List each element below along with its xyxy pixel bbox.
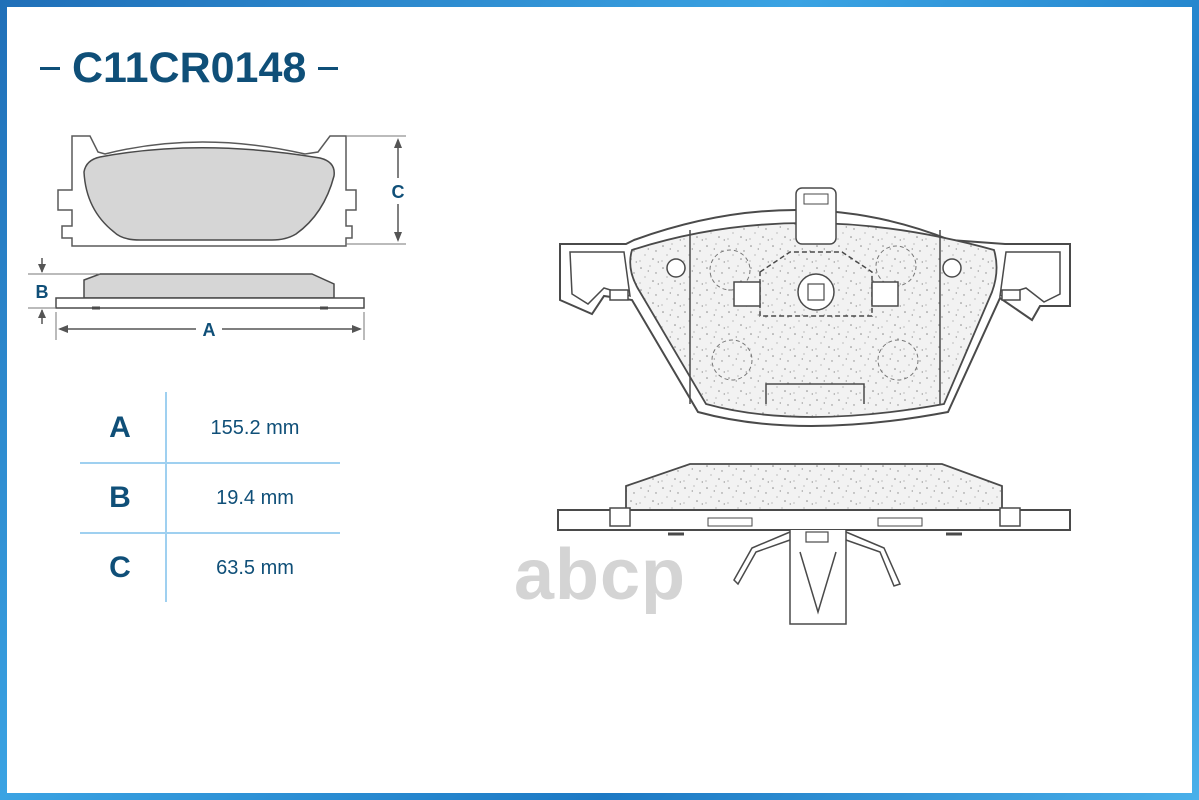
dim-b-arrow-bottom [38, 309, 46, 318]
pad-dashed-circle-4 [877, 339, 919, 381]
page-title: C11CR0148 [40, 38, 339, 98]
pad-dashed-circle-3 [711, 339, 753, 381]
spec-row-c: C 63.5 mm [80, 532, 340, 604]
center-clip-top [795, 187, 837, 245]
title-dash-right [318, 66, 339, 70]
product-sheet [7, 7, 1192, 793]
dim-b-arrow-top [38, 264, 46, 273]
spec-key: B [109, 481, 131, 514]
side-clip-right [1001, 289, 1021, 301]
front-backplate-inner-right [999, 251, 1061, 303]
spec-key: C [109, 551, 131, 584]
side-friction-pad [625, 463, 1003, 511]
front-backplate-inner-left [569, 251, 631, 305]
dim-c-arrow-bottom [394, 232, 402, 242]
dim-b-label: B [36, 282, 49, 302]
schematic-friction-pad [83, 147, 335, 241]
spec-table: A 155.2 mm B 19.4 mm C 63.5 mm [80, 392, 340, 602]
side-slot-left [707, 517, 753, 527]
spec-value: 155.2 mm [210, 416, 300, 439]
spec-row-b: B 19.4 mm [80, 462, 340, 534]
side-slot-right [877, 517, 923, 527]
dim-a-arrow-left [58, 325, 68, 333]
part-number: C11CR0148 [72, 43, 307, 92]
dim-a-label: A [203, 320, 216, 340]
side-clip-block-left [609, 507, 631, 527]
spring-clip-head [805, 531, 829, 543]
spring-clip-v [799, 551, 837, 615]
spec-table-divider-vertical [165, 392, 167, 602]
spec-table-divider-1 [80, 462, 340, 464]
center-clip-square [807, 283, 825, 301]
spec-row-a: A 155.2 mm [80, 392, 340, 464]
spec-value: 19.4 mm [216, 486, 294, 509]
dim-c-label-bg [386, 178, 410, 204]
pad-hole-right [942, 258, 962, 278]
schematic-side-backplate [55, 297, 365, 309]
side-clip-block-right [999, 507, 1021, 527]
dim-a-label-bg [196, 318, 222, 340]
front-bottom-tab [765, 383, 865, 404]
pad-dashed-circle-1 [709, 249, 751, 291]
dimension-schematic: C B A [28, 135, 410, 340]
title-dash-left [40, 66, 60, 70]
pad-hole-left [666, 258, 686, 278]
spring-wire-right [845, 531, 902, 587]
dim-c-arrow-top [394, 138, 402, 148]
center-clip-arm-left [733, 281, 761, 307]
center-clip-arm-right [871, 281, 899, 307]
center-clip-ring [797, 273, 835, 311]
dim-a-arrow-right [352, 325, 362, 333]
spec-value: 63.5 mm [216, 556, 294, 579]
watermark-logo: abcp [513, 535, 687, 615]
front-friction-pad [629, 222, 998, 418]
side-backplate [557, 509, 1071, 531]
side-clip-left [609, 289, 629, 301]
spec-key: A [109, 411, 131, 444]
spring-wire-left [733, 531, 791, 586]
center-clip-top-inner [803, 193, 829, 205]
dim-c-label: C [392, 182, 405, 202]
spec-table-divider-2 [80, 532, 340, 534]
